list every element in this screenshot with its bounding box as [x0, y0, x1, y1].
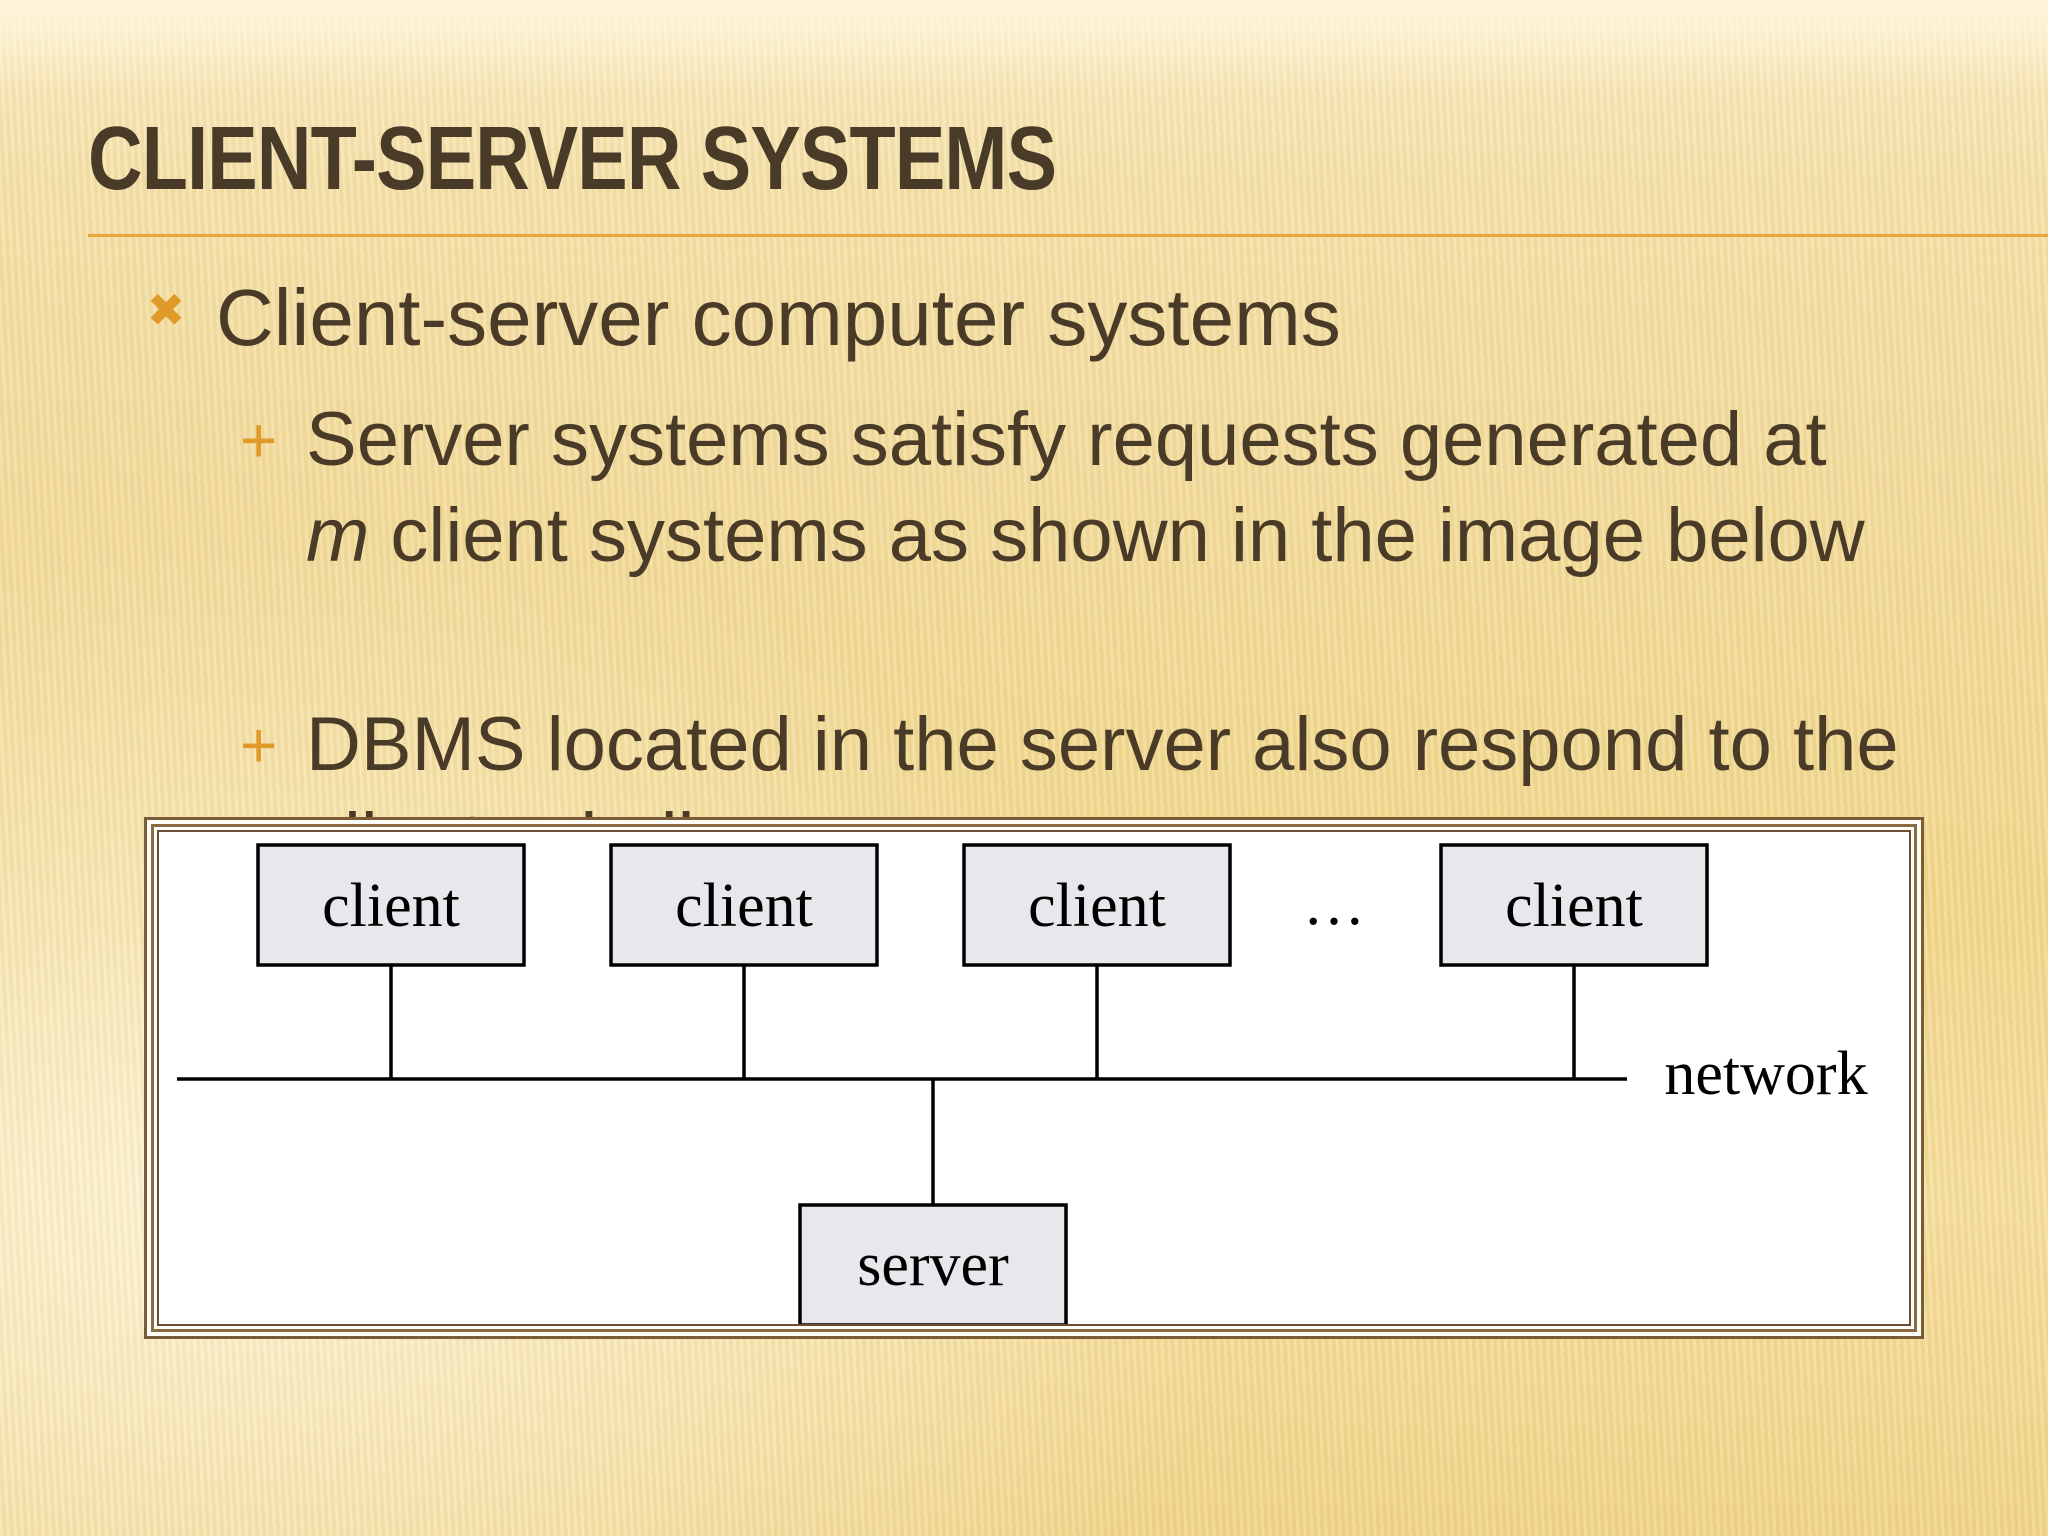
title-underline: [88, 234, 2048, 237]
client-label: client: [1028, 872, 1166, 940]
top-glow: [0, 0, 2048, 90]
client-server-diagram: client client client … client server net…: [177, 843, 1868, 1324]
sub-bullet-server-systems: + Server systems satisfy requests genera…: [240, 392, 1920, 680]
ellipsis-label: …: [1303, 870, 1365, 938]
bullet-text: Client-server computer systems: [216, 273, 1341, 362]
text-part: Server systems satisfy requests generate…: [306, 397, 1827, 482]
client-label: client: [675, 872, 813, 940]
diagram-canvas: client client client … client server net…: [157, 830, 1911, 1326]
client-label: client: [322, 872, 460, 940]
slide-title: CLIENT-SERVER SYSTEMS: [88, 109, 1057, 209]
diagram-frame: client client client … client server net…: [144, 817, 1924, 1339]
server-label: server: [857, 1231, 1009, 1299]
plus-icon: +: [240, 709, 278, 781]
client-box: [609, 843, 879, 967]
client-box: [962, 843, 1232, 967]
server-box: [798, 1203, 1068, 1324]
client-box: [256, 843, 526, 967]
client-box: [1439, 843, 1709, 967]
frame-border: [151, 824, 1917, 1332]
italic-m: m: [306, 493, 370, 578]
network-label: network: [1664, 1040, 1867, 1108]
sub-bullet-text: Server systems satisfy requests generate…: [306, 392, 1906, 584]
x-mark-icon: ✖: [146, 284, 186, 336]
plus-icon: +: [240, 404, 278, 476]
text-part: client systems as shown in the image bel…: [369, 493, 1865, 578]
client-label: client: [1505, 872, 1643, 940]
title-container: CLIENT-SERVER SYSTEMS: [88, 104, 1241, 214]
